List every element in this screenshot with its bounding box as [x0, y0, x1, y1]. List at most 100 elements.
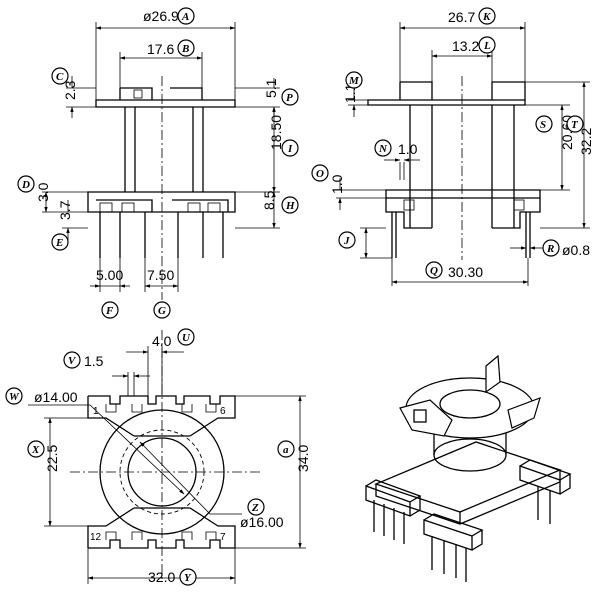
svg-text:I: I — [287, 143, 293, 155]
front-view: ø26.9 17.6 2.3 5.1 18.50 8.5 3.0 3.7 — [35, 8, 284, 300]
label-A: A — [177, 7, 195, 25]
dim-R-value: ø0.8 — [562, 242, 590, 258]
letter-labels: A B C P I H D E F G K L M S T N O J R Q … — [5, 7, 584, 586]
label-C: C — [51, 67, 69, 85]
svg-text:G: G — [158, 305, 166, 317]
label-O: O — [311, 164, 329, 182]
label-G: G — [153, 301, 171, 319]
dim-N-value: 1.0 — [398, 141, 418, 157]
label-E: E — [51, 233, 69, 251]
label-U: U — [177, 328, 195, 346]
dim-U-value: 4.0 — [152, 333, 172, 349]
label-R: R — [542, 239, 560, 257]
dim-G-value: 7.50 — [147, 267, 174, 283]
pin-number-12: 12 — [90, 532, 102, 543]
label-Y: Y — [179, 568, 197, 586]
label-M: M — [345, 71, 363, 89]
dim-O-value: 1.0 — [329, 174, 345, 194]
svg-text:V: V — [68, 355, 77, 367]
label-L: L — [478, 36, 496, 54]
side-top-flange — [367, 99, 526, 106]
label-F: F — [101, 301, 119, 319]
svg-text:Q: Q — [430, 265, 438, 277]
label-H: H — [281, 196, 299, 214]
side-view: 26.7 13.2 1.1 20.60 32.2 1.0 1.0 ø0.8 — [329, 9, 594, 286]
dim-B-value: 17.6 — [147, 41, 174, 57]
svg-text:X: X — [31, 444, 40, 456]
pin-number-7: 7 — [220, 532, 226, 543]
label-K: K — [478, 7, 496, 25]
label-N: N — [374, 139, 392, 157]
dim-H-value: 8.5 — [261, 190, 277, 210]
iso-front-pinblock — [423, 513, 484, 551]
dim-K-value: 26.7 — [448, 9, 475, 25]
dim-E-value: 3.7 — [57, 200, 73, 220]
svg-text:D: D — [21, 179, 30, 191]
label-Q: Q — [425, 261, 443, 279]
svg-text:N: N — [378, 143, 388, 155]
svg-text:H: H — [285, 200, 295, 212]
dim-P-value: 5.1 — [263, 78, 279, 98]
svg-text:S: S — [540, 119, 546, 131]
iso-top-bore — [439, 389, 501, 419]
iso-top-tab-right — [507, 397, 541, 429]
dim-Q-value: 30.30 — [448, 264, 483, 280]
dim-X-value: 22.5 — [44, 445, 60, 472]
label-P: P — [281, 88, 299, 106]
bottom-view: 1 6 12 7 4.0 1.5 ø14.00 22.5 34.0 ø16.00… — [28, 330, 311, 585]
front-top-flange — [95, 99, 236, 108]
label-S: S — [535, 115, 553, 133]
dim-L-value: 13.2 — [452, 38, 479, 54]
dim-C-value: 2.3 — [62, 80, 78, 100]
label-X: X — [27, 440, 45, 458]
dim-a-value: 34.0 — [295, 445, 311, 472]
label-T: T — [566, 115, 584, 133]
svg-text:R: R — [546, 243, 554, 255]
dim-V-value: 1.5 — [84, 353, 104, 369]
dim-A-value: ø26.9 — [143, 8, 179, 24]
svg-text:C: C — [56, 71, 64, 83]
label-J: J — [338, 231, 356, 249]
side-bobbin-body — [409, 105, 515, 228]
iso-left-pinblock — [365, 479, 422, 517]
label-B: B — [177, 39, 195, 57]
svg-text:T: T — [571, 119, 579, 131]
dim-Y-value: 32.0 — [148, 569, 175, 585]
svg-text:Z: Z — [251, 502, 259, 514]
svg-text:P: P — [286, 92, 293, 104]
dim-W-value: ø14.00 — [34, 389, 78, 405]
svg-text:L: L — [483, 40, 491, 52]
label-V: V — [63, 351, 81, 369]
svg-text:B: B — [181, 43, 189, 55]
svg-text:J: J — [343, 235, 350, 247]
dim-I-value: 18.50 — [268, 115, 284, 150]
iso-base — [374, 441, 562, 513]
svg-text:K: K — [482, 11, 491, 23]
svg-text:E: E — [55, 237, 63, 249]
svg-text:U: U — [182, 332, 191, 344]
svg-text:F: F — [105, 305, 114, 317]
label-a: a — [277, 440, 295, 458]
label-D: D — [17, 175, 35, 193]
iso-top-tab-back — [485, 354, 501, 394]
bottom-outline-top — [88, 395, 236, 437]
dim-T-value: 32.2 — [578, 128, 594, 155]
side-pins — [391, 212, 531, 258]
dim-F-value: 5.00 — [96, 267, 123, 283]
side-base — [385, 189, 541, 199]
svg-text:W: W — [9, 391, 20, 403]
label-Z: Z — [247, 498, 265, 516]
dim-D-value: 3.0 — [35, 182, 51, 202]
front-base — [87, 191, 236, 213]
pin-number-6: 6 — [220, 406, 226, 417]
label-I: I — [281, 139, 299, 157]
svg-text:Y: Y — [184, 572, 192, 584]
svg-text:M: M — [348, 75, 360, 87]
svg-text:O: O — [316, 168, 324, 180]
isometric-view — [365, 354, 572, 582]
front-pins — [99, 212, 224, 258]
front-bobbin-body — [124, 107, 204, 192]
dim-Z-value: ø16.00 — [240, 514, 284, 530]
label-W: W — [5, 387, 23, 405]
